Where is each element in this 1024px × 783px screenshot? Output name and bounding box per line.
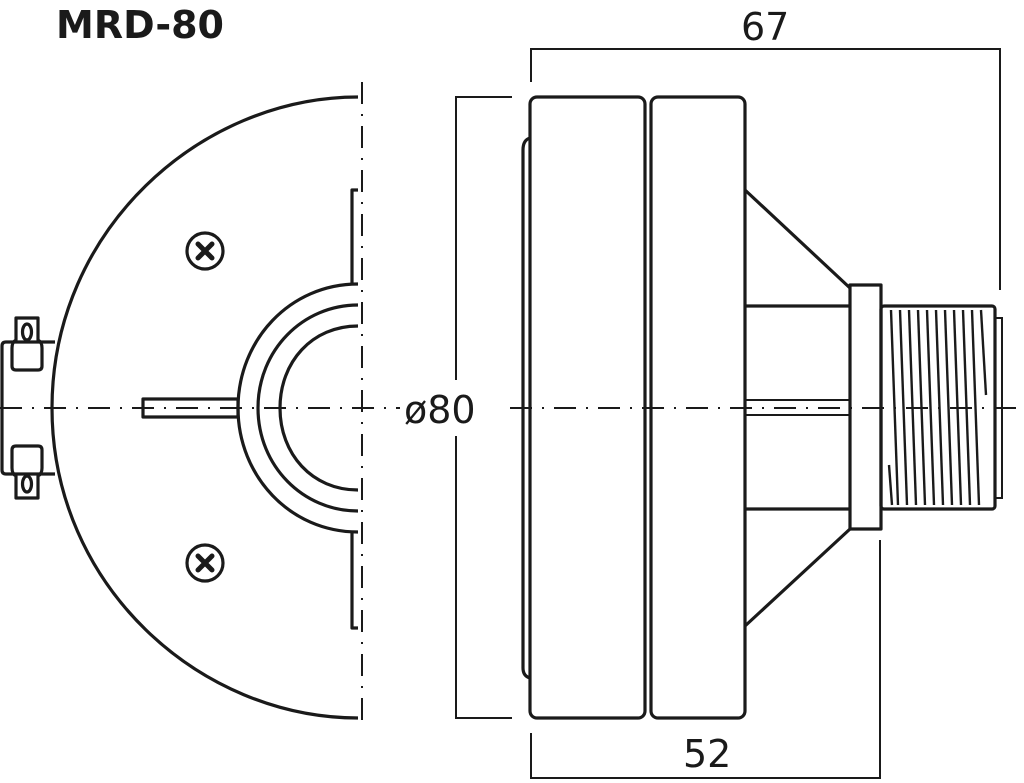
front-plate (528, 95, 647, 720)
diameter-label-bg (400, 380, 490, 436)
terminal-block (0, 316, 55, 500)
side-view: ø80 67 52 (400, 5, 1024, 779)
throat-arc-middle (256, 303, 359, 513)
screw-upper-icon (185, 231, 225, 271)
lower-bracket (350, 532, 358, 630)
diameter-label: ø80 (404, 388, 476, 432)
front-lip (521, 136, 531, 680)
thread-end-cap (994, 317, 1003, 499)
front-view (0, 82, 400, 730)
connector-tab (141, 397, 240, 419)
upper-bracket (350, 188, 358, 285)
throat-arc-inner (278, 324, 359, 492)
cone-lower-edge (743, 527, 852, 628)
body-length-dimension-line (530, 540, 881, 779)
model-title: MRD-80 (56, 3, 224, 47)
thread-lines (887, 309, 988, 506)
rear-plate (649, 95, 747, 720)
overall-length-dimension-line (530, 48, 1001, 290)
screw-lower-icon (185, 543, 225, 583)
body-length-label: 52 (683, 732, 731, 776)
overall-length-label: 67 (741, 5, 789, 49)
cone-upper-edge (743, 188, 852, 290)
